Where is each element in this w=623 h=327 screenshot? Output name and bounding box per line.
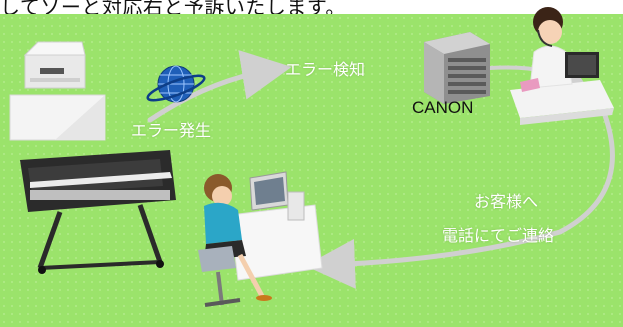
- plotter-icon: [20, 150, 176, 274]
- network-globe-icon: [146, 65, 206, 103]
- flow-arrow-to-detection: [147, 50, 292, 123]
- label-company: CANON: [412, 98, 474, 117]
- server-building-icon: [424, 32, 490, 104]
- label-contact-line2: 電話にてご連絡: [442, 226, 555, 245]
- operator-icon: [510, 7, 614, 125]
- header-text: してソーと対応右と予訴いたします。: [0, 0, 346, 14]
- user-at-pc-icon: [198, 171, 323, 307]
- printer-icon: [9, 41, 106, 141]
- label-error-occurred: エラー発生: [131, 121, 212, 140]
- label-error-detected: エラー検知: [285, 60, 366, 79]
- header-strip: してソーと対応右と予訴いたします。: [0, 0, 623, 14]
- flow-arrow-to-customer: [305, 95, 615, 289]
- label-contact-line1: お客様へ: [474, 192, 539, 211]
